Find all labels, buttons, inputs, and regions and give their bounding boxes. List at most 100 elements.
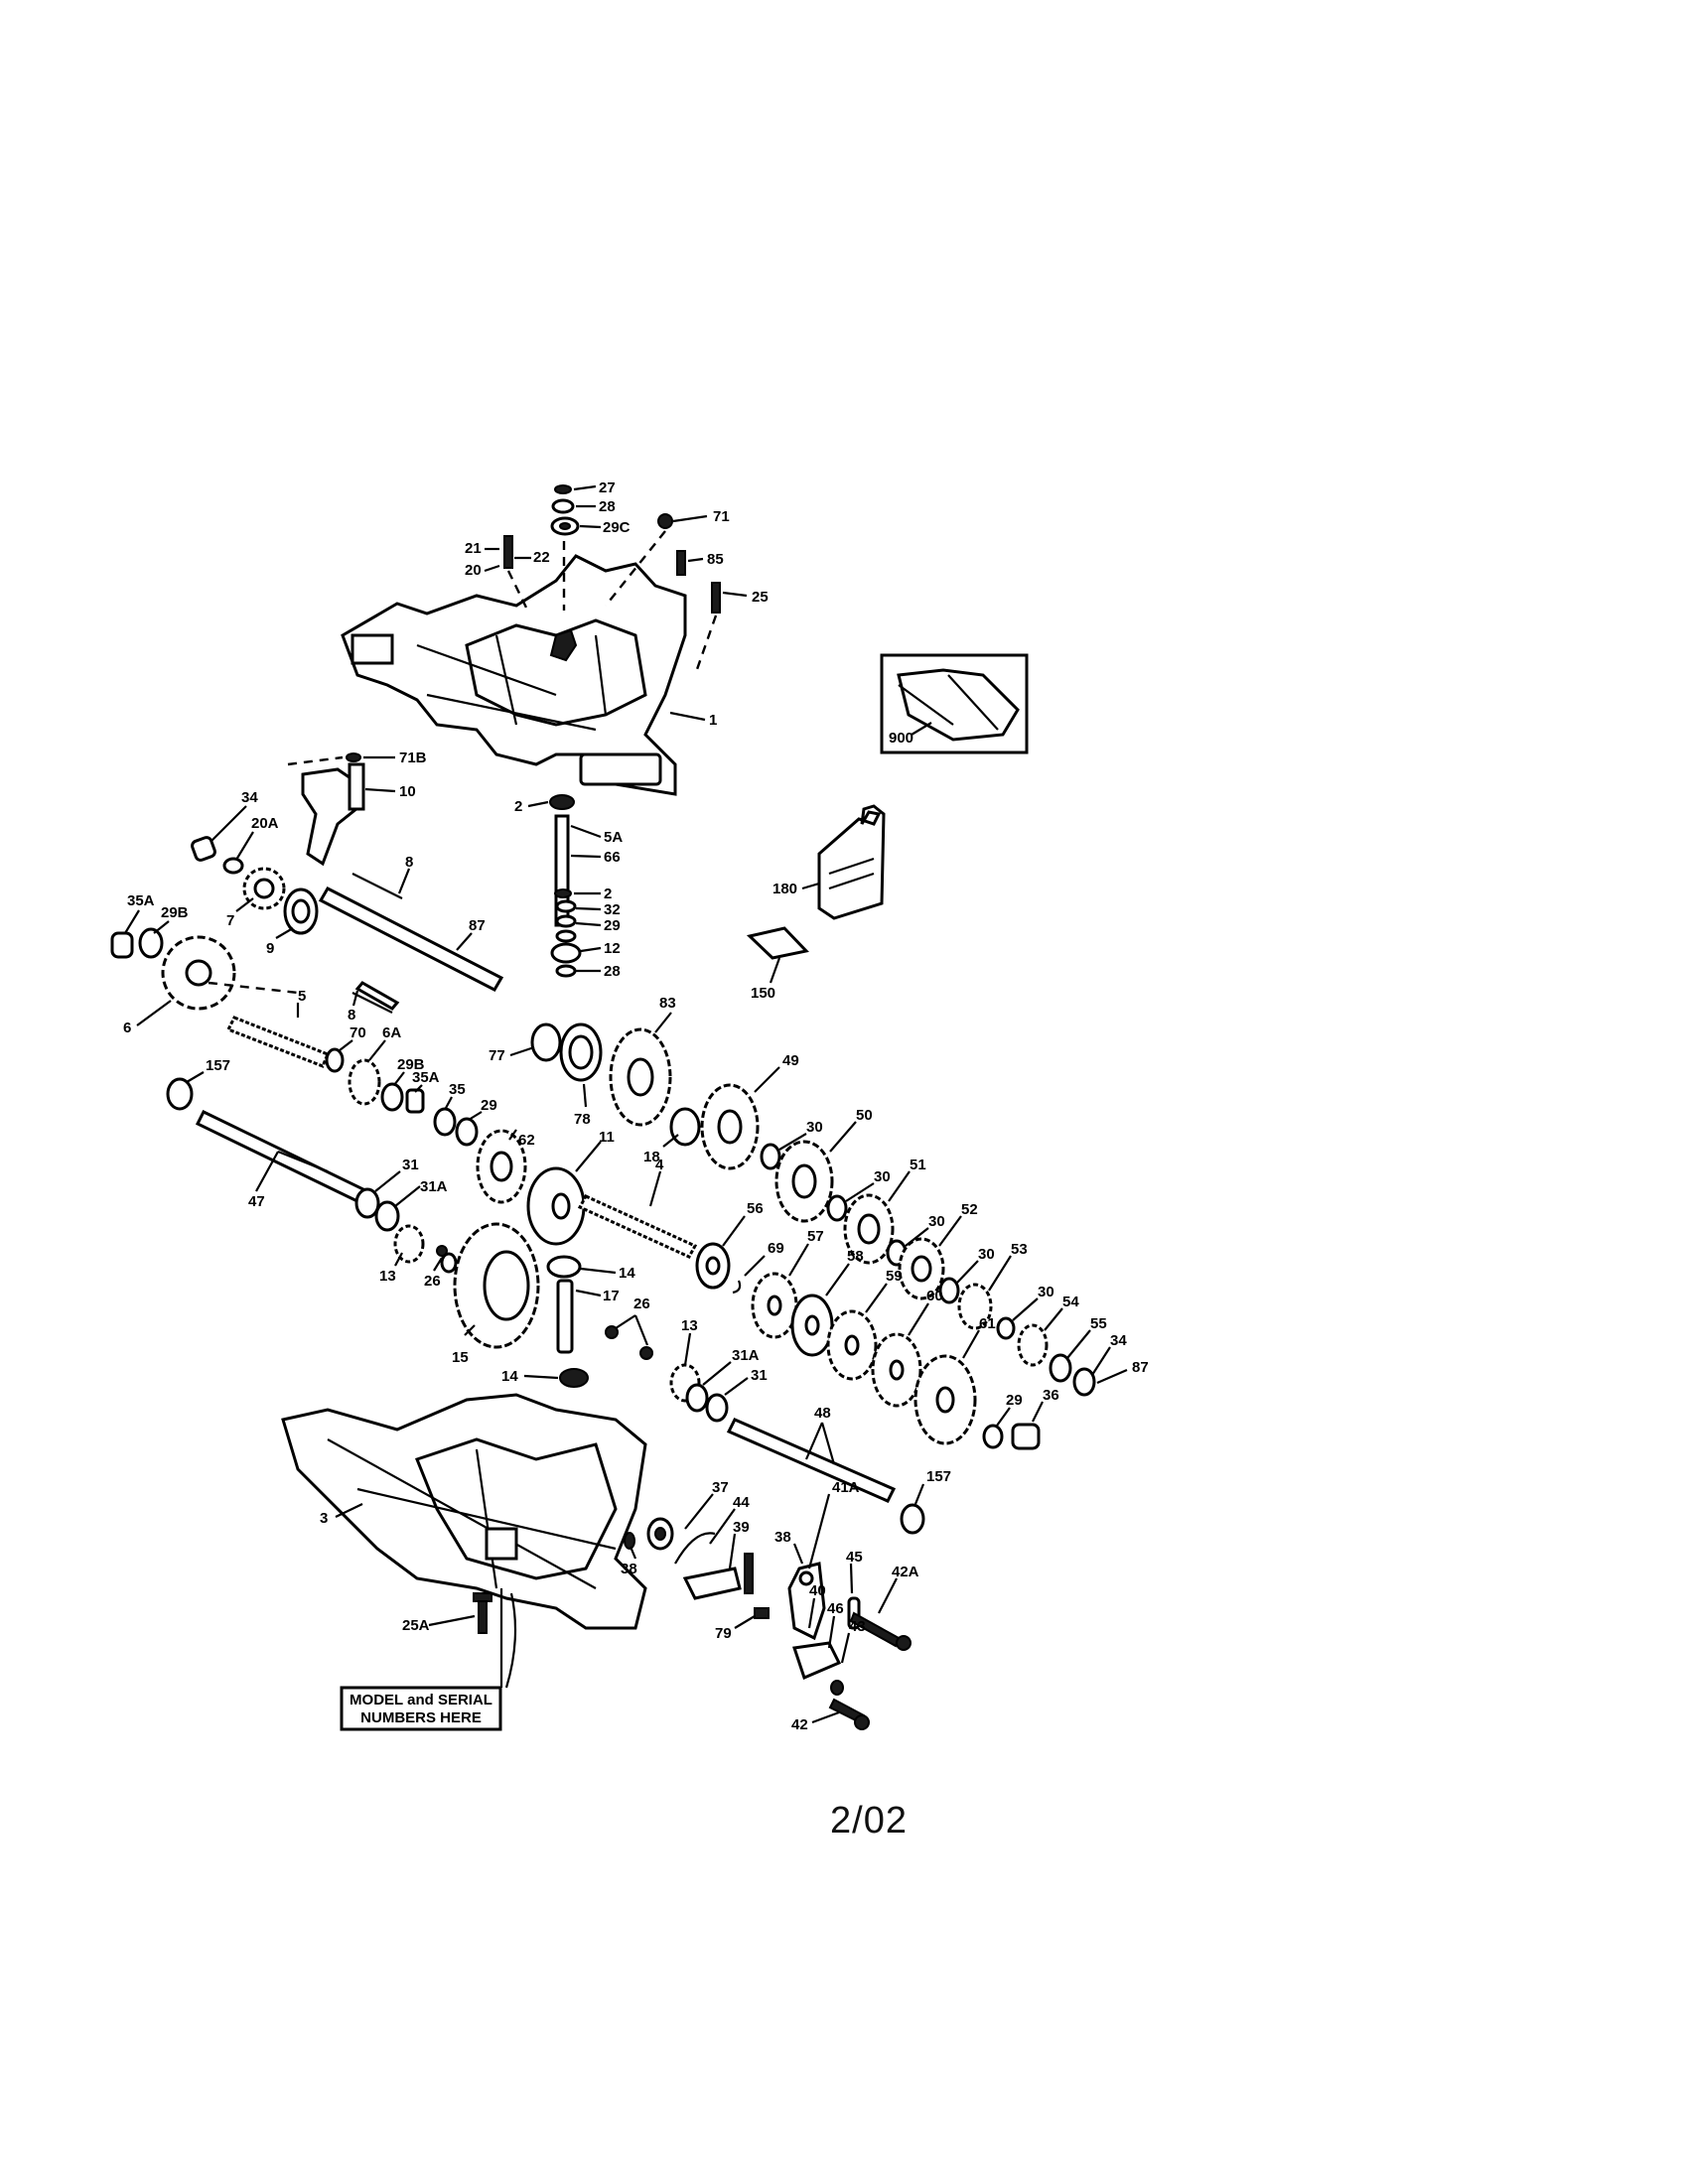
- callout-53: 53: [1011, 1241, 1028, 1258]
- callout-55: 55: [1090, 1315, 1107, 1332]
- callout-labels: 27 28 29C 71 21 22 20 85 25 1 900 71B 10…: [123, 479, 1149, 1733]
- callout-12: 12: [604, 940, 621, 957]
- callout-71B: 71B: [399, 750, 427, 766]
- callout-57: 57: [807, 1228, 824, 1245]
- callout-83: 83: [659, 995, 676, 1012]
- callout-31-mid: 31: [751, 1367, 768, 1384]
- assembly-inset-box: [880, 653, 1029, 754]
- callout-31-left: 31: [402, 1157, 419, 1173]
- callout-46: 46: [827, 1600, 844, 1617]
- callout-157-left: 157: [206, 1057, 230, 1074]
- callout-38-right: 38: [774, 1529, 791, 1546]
- callout-34-right: 34: [1110, 1332, 1127, 1349]
- callout-20: 20: [465, 562, 482, 579]
- callout-25A: 25A: [402, 1617, 430, 1634]
- callout-62: 62: [518, 1132, 535, 1149]
- middle-gear-row: [325, 1047, 527, 1204]
- model-box-line2: NUMBERS HERE: [360, 1709, 482, 1726]
- callout-3: 3: [320, 1510, 328, 1527]
- callout-69: 69: [768, 1240, 784, 1257]
- callout-31A-left: 31A: [420, 1178, 448, 1195]
- linkage-parts: [624, 1517, 912, 1730]
- callout-29B-mid: 29B: [397, 1056, 425, 1073]
- callout-45: 45: [846, 1549, 863, 1566]
- callout-14-top: 14: [619, 1265, 635, 1282]
- callout-59: 59: [886, 1268, 903, 1285]
- callout-22: 22: [533, 549, 550, 566]
- callout-26-mid: 26: [633, 1296, 650, 1312]
- callout-77: 77: [489, 1047, 505, 1064]
- callout-70: 70: [350, 1024, 366, 1041]
- shaft-part-48: [726, 1418, 897, 1503]
- callout-85: 85: [707, 551, 724, 568]
- callout-30-3: 30: [928, 1213, 945, 1230]
- bushing-part-157: [166, 1077, 194, 1111]
- callout-39: 39: [733, 1519, 750, 1536]
- callout-29-axle: 29: [604, 917, 621, 934]
- callout-43: 43: [849, 1618, 866, 1635]
- callout-13-left: 13: [379, 1268, 396, 1285]
- callout-17: 17: [603, 1288, 620, 1304]
- page-number: 2/02: [830, 1800, 908, 1842]
- callout-66: 66: [604, 849, 621, 866]
- shaft-part-5: [208, 981, 330, 1068]
- callout-13-mid: 13: [681, 1317, 698, 1334]
- callout-35A-top: 35A: [127, 892, 155, 909]
- callout-87-shaft: 87: [469, 917, 486, 934]
- callout-29-right: 29: [1006, 1392, 1023, 1409]
- lower-gear-row: [695, 1242, 977, 1445]
- callout-157-right: 157: [926, 1468, 951, 1485]
- callout-5A: 5A: [604, 829, 623, 846]
- bolt-part-25A: [473, 1592, 492, 1634]
- callout-28: 28: [599, 498, 616, 515]
- callout-26-left: 26: [424, 1273, 441, 1290]
- callout-6: 6: [123, 1020, 131, 1036]
- callout-58: 58: [847, 1248, 864, 1265]
- axle-stack-part-5A: [549, 794, 582, 978]
- callout-5: 5: [298, 988, 306, 1005]
- callout-30-5: 30: [1038, 1284, 1054, 1300]
- callout-32: 32: [604, 901, 621, 918]
- callout-15: 15: [452, 1349, 469, 1366]
- shaft-part-87: [318, 873, 504, 1014]
- lower-housing-part-3: [281, 1393, 647, 1689]
- callout-36: 36: [1043, 1387, 1059, 1404]
- left-gear-set: [191, 836, 319, 935]
- callout-54: 54: [1062, 1294, 1079, 1310]
- model-serial-box: MODEL and SERIAL NUMBERS HERE: [340, 1686, 502, 1731]
- callout-31A-mid: 31A: [732, 1347, 760, 1364]
- callout-41A: 41A: [832, 1479, 860, 1496]
- callout-7: 7: [226, 912, 234, 929]
- callout-40: 40: [809, 1582, 826, 1599]
- callout-11: 11: [599, 1129, 615, 1146]
- callout-34: 34: [241, 789, 258, 806]
- callout-30-4: 30: [978, 1246, 995, 1263]
- callout-29B-top: 29B: [161, 904, 189, 921]
- callout-6A: 6A: [382, 1024, 401, 1041]
- callout-51: 51: [910, 1157, 926, 1173]
- callout-180: 180: [772, 881, 797, 897]
- callout-25: 25: [752, 589, 769, 606]
- shift-fork-part-10: [287, 752, 365, 867]
- callout-49: 49: [782, 1052, 799, 1069]
- callout-79: 79: [715, 1625, 732, 1642]
- callout-30-1: 30: [806, 1119, 823, 1136]
- callout-60: 60: [926, 1288, 943, 1304]
- callout-10: 10: [399, 783, 416, 800]
- callout-61: 61: [979, 1315, 996, 1332]
- callout-21: 21: [465, 540, 482, 557]
- model-box-line1: MODEL and SERIAL: [350, 1692, 492, 1708]
- callout-35: 35: [449, 1081, 466, 1098]
- callout-38-left: 38: [621, 1561, 637, 1577]
- callout-44: 44: [733, 1494, 750, 1511]
- callout-35A-mid: 35A: [412, 1069, 440, 1086]
- callout-2-mid: 2: [604, 886, 612, 902]
- lower-right-bushings: [900, 1423, 1041, 1535]
- callout-29C: 29C: [603, 519, 631, 536]
- oil-bottle-part-180: [817, 804, 886, 920]
- callout-1: 1: [709, 712, 717, 729]
- center-gear-cluster: [526, 1023, 701, 1246]
- callout-8-bottom: 8: [348, 1007, 355, 1024]
- callout-27: 27: [599, 479, 616, 496]
